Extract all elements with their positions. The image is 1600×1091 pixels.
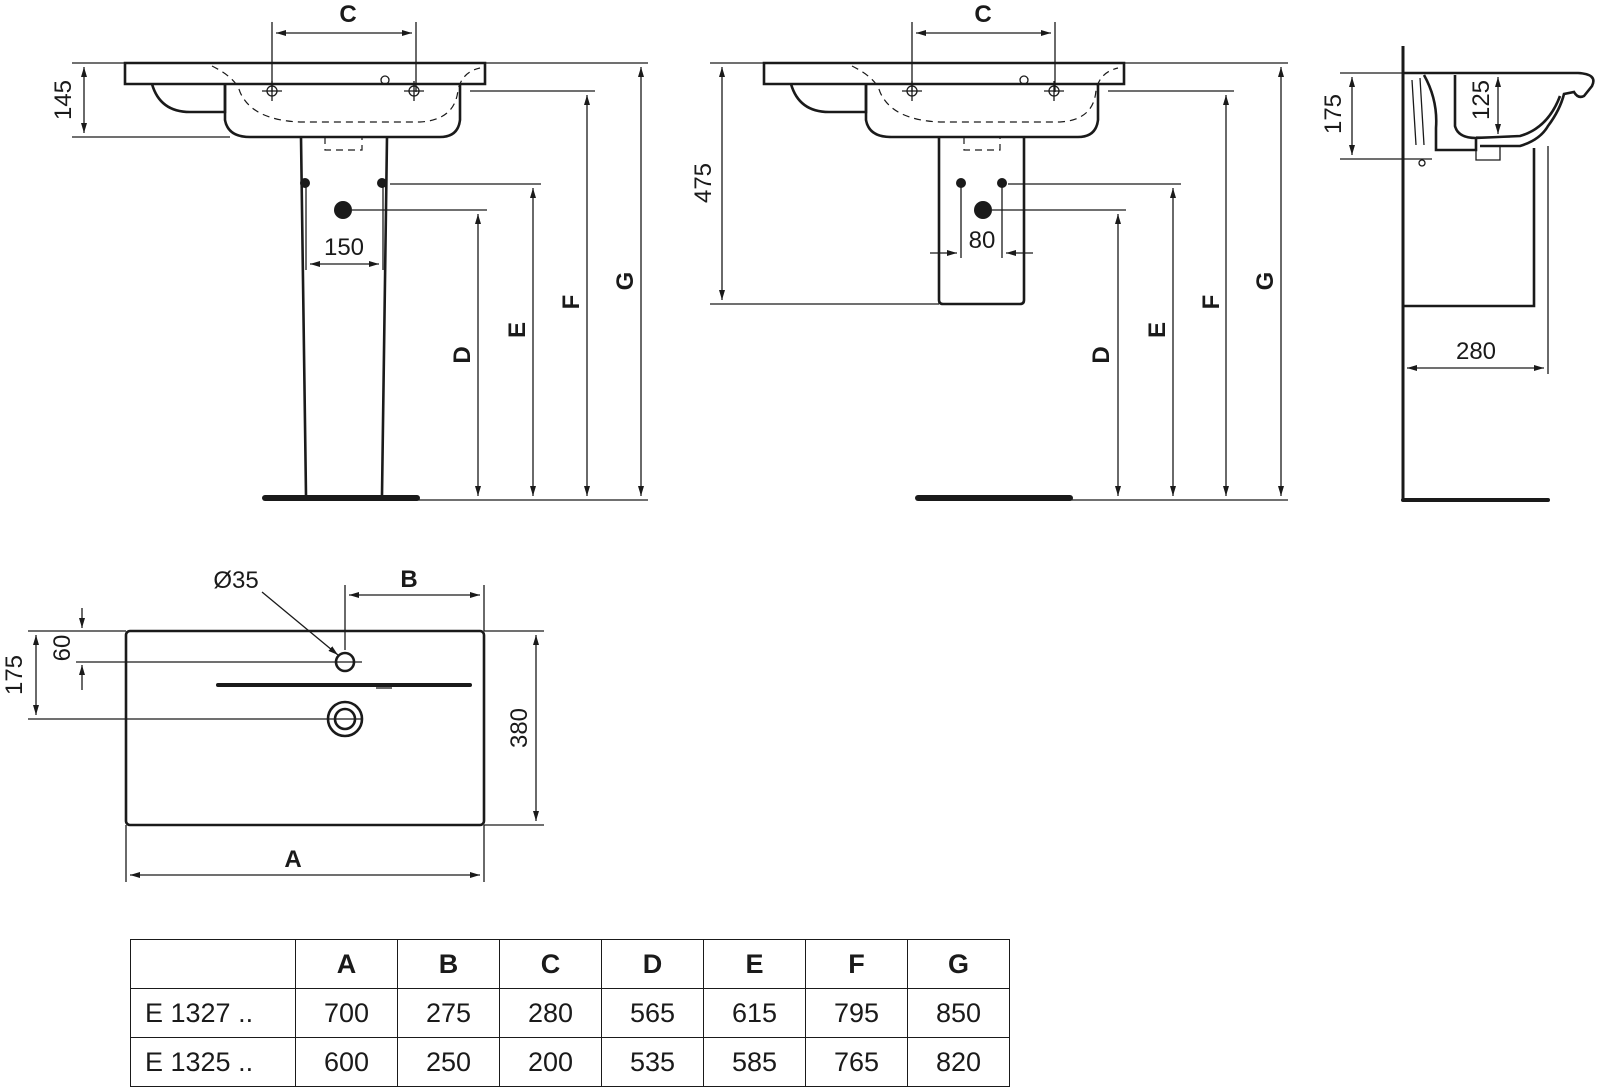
- dim-label-c: C: [974, 1, 991, 28]
- table-cell: 565: [601, 988, 704, 1038]
- dim-label-e: E: [1144, 322, 1171, 338]
- dim-label-e: E: [504, 322, 531, 338]
- table-header-e: E: [703, 939, 806, 989]
- table-header-a: A: [295, 939, 398, 989]
- table-cell: 700: [295, 988, 398, 1038]
- dim-175-plan: 175: [1, 655, 28, 695]
- table-cell: 275: [397, 988, 500, 1038]
- semi-pedestal-front-view: [710, 22, 1288, 501]
- plan-view: [28, 585, 544, 882]
- table-header-f: F: [805, 939, 908, 989]
- product-code: E 1325 ..: [130, 1037, 296, 1087]
- plan-dimension-labels: Ø35 B 60 175 380 A: [1, 566, 533, 873]
- table-row: E 1327 .. 700 275 280 565 615 795 850: [130, 988, 1010, 1038]
- table-cell: 850: [907, 988, 1010, 1038]
- dim-label-c: C: [339, 1, 356, 28]
- table-cell: 615: [703, 988, 806, 1038]
- dim-label-g: G: [1252, 272, 1279, 291]
- dim-label-d: D: [1088, 346, 1115, 363]
- dim-175-side: 175: [1320, 94, 1347, 134]
- table-cell: 250: [397, 1037, 500, 1087]
- table-cell: 200: [499, 1037, 602, 1087]
- table-corner-cell: [130, 939, 296, 989]
- dim-280: 280: [1456, 338, 1496, 365]
- dim-label-g: G: [612, 272, 639, 291]
- table-cell: 585: [703, 1037, 806, 1087]
- table-header-g: G: [907, 939, 1010, 989]
- side-section-dimension-labels: 175 125 280: [1320, 80, 1496, 365]
- product-code: E 1327 ..: [130, 988, 296, 1038]
- dim-label-a: A: [284, 846, 301, 873]
- dim-80: 80: [969, 227, 996, 254]
- dim-380: 380: [506, 708, 533, 748]
- dim-150: 150: [324, 234, 364, 261]
- side-section-view: [1340, 46, 1595, 502]
- pedestal-dimension-labels: C 145 150 D E F G: [50, 1, 639, 364]
- dim-125: 125: [1468, 80, 1495, 120]
- table-header-c: C: [499, 939, 602, 989]
- dim-label-f: F: [1198, 295, 1225, 310]
- table-cell: 280: [499, 988, 602, 1038]
- dim-label-f: F: [558, 295, 585, 310]
- dim-145: 145: [50, 80, 77, 120]
- table-cell: 535: [601, 1037, 704, 1087]
- table-cell: 600: [295, 1037, 398, 1087]
- table-header-row: A B C D E F G: [130, 939, 1010, 989]
- table-cell: 820: [907, 1037, 1010, 1087]
- dim-label-d: D: [449, 346, 476, 363]
- table-cell: 765: [805, 1037, 908, 1087]
- table-row: E 1325 .. 600 250 200 535 585 765 820: [130, 1037, 1010, 1087]
- dim-hole-diameter: Ø35: [213, 567, 258, 594]
- table-header-d: D: [601, 939, 704, 989]
- dim-475: 475: [690, 163, 717, 203]
- table-header-b: B: [397, 939, 500, 989]
- pedestal-front-view: [72, 22, 648, 501]
- dim-label-b: B: [400, 566, 417, 593]
- table-cell: 795: [805, 988, 908, 1038]
- dim-60: 60: [49, 635, 76, 662]
- dimension-table: A B C D E F G E 1327 .. 700 275 280 565 …: [130, 939, 1010, 1087]
- semi-pedestal-dimension-labels: C 475 80 D E F G: [690, 1, 1279, 364]
